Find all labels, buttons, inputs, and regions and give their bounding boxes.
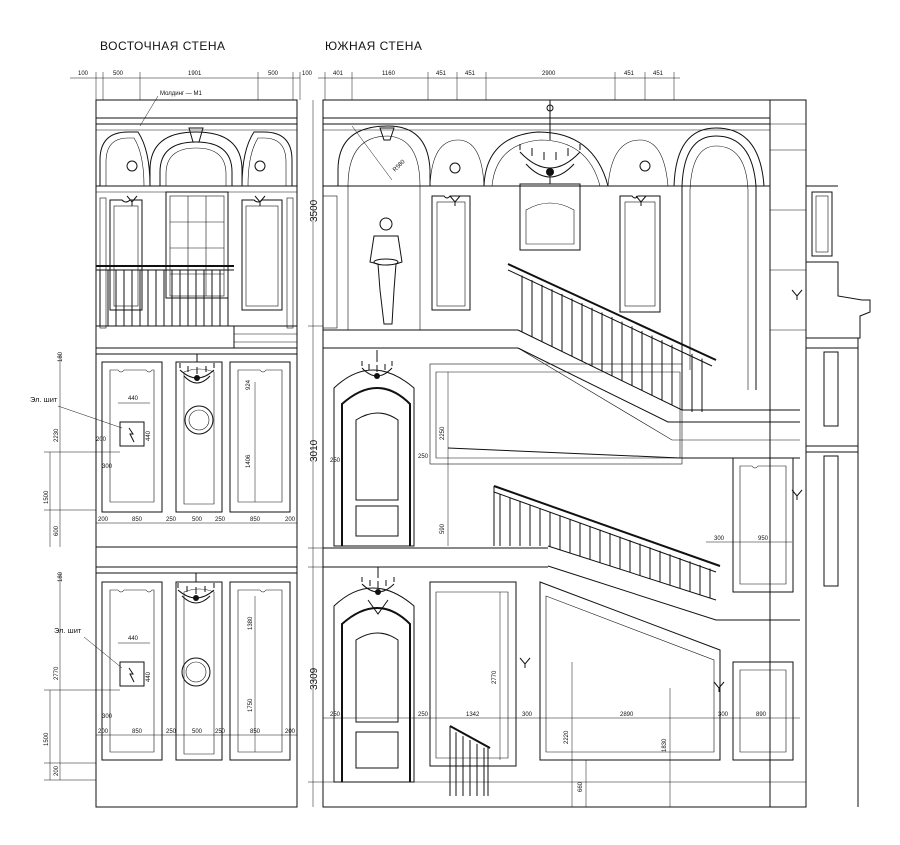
- dim-text: 300: [102, 714, 113, 720]
- dim-text: 250: [166, 729, 177, 735]
- dim-text: 250: [418, 454, 429, 460]
- dim-text: 250: [166, 517, 177, 523]
- dim-text: 200: [96, 437, 107, 443]
- dim-text: 440: [146, 430, 152, 441]
- east-wall: Молдинг — М1: [30, 91, 298, 808]
- dim-text: 200: [285, 729, 296, 735]
- dim-text: 2900: [542, 71, 556, 77]
- dim-text: 100: [302, 71, 313, 77]
- dim-text: 924: [246, 379, 252, 390]
- dim-text: 200: [98, 517, 109, 523]
- dim-text: 1342: [466, 712, 480, 718]
- top-dimension-south: 401 1160 451 451 2900 451 451: [318, 71, 680, 100]
- dim-text: 300: [522, 712, 533, 718]
- dim-text: R580: [392, 159, 407, 174]
- dim-text: 2250: [440, 426, 446, 440]
- dim-text: 250: [215, 729, 226, 735]
- dim-text: 1750: [248, 698, 254, 712]
- chandelier-icon: [179, 354, 215, 384]
- side-section: [769, 99, 871, 808]
- dim-text: 1380: [248, 616, 254, 630]
- dim-text: 850: [132, 517, 143, 523]
- title-south-wall: ЮЖНАЯ СТЕНА: [325, 39, 422, 53]
- dim-text: 451: [436, 71, 447, 77]
- dim-text: 2770: [54, 666, 60, 680]
- dim-text: 180: [58, 571, 64, 582]
- dim-text: 250: [215, 517, 226, 523]
- chandelier-icon: [361, 567, 395, 595]
- dim-text: 1830: [662, 738, 668, 752]
- east-railing-balusters: [99, 270, 229, 326]
- level-dim: 3010: [309, 439, 320, 462]
- person-figure-icon: [369, 217, 403, 325]
- dim-text: 590: [440, 523, 446, 534]
- title-east-wall: ВОСТОЧНАЯ СТЕНА: [100, 39, 226, 53]
- dim-text: 451: [465, 71, 476, 77]
- dim-text: 660: [578, 781, 584, 792]
- dim-text: 850: [132, 729, 143, 735]
- top-dimension-east: 100 500 1901 500 100: [70, 71, 313, 100]
- dim-text: 500: [113, 71, 124, 77]
- dim-text: 600: [54, 525, 60, 536]
- door-lower: [333, 587, 415, 783]
- dim-text: 850: [250, 517, 261, 523]
- dim-text: 500: [268, 71, 279, 77]
- chandelier-icon: [361, 350, 393, 379]
- dim-text: 451: [653, 71, 664, 77]
- dim-text: 100: [78, 71, 89, 77]
- dim-text: 1901: [188, 71, 202, 77]
- molding-note: Молдинг — М1: [160, 91, 202, 97]
- dim-text: 2230: [54, 428, 60, 442]
- dim-text: 2770: [492, 670, 498, 684]
- chandelier-icon: [177, 573, 215, 604]
- dim-text: 1406: [246, 454, 252, 468]
- dim-text: 1500: [44, 490, 50, 504]
- dim-text: 500: [192, 729, 203, 735]
- dim-text: 451: [624, 71, 635, 77]
- electric-panel-label: Эл. шит: [30, 395, 58, 404]
- chandelier-icon: [519, 100, 581, 184]
- dim-text: 890: [756, 712, 767, 718]
- level-dim: 3309: [309, 667, 320, 690]
- dim-text: 200: [98, 729, 109, 735]
- dim-text: 300: [714, 536, 725, 542]
- electric-panel-label: Эл. шит: [54, 626, 82, 635]
- dim-text: 2220: [564, 730, 570, 744]
- dim-text: 200: [285, 517, 296, 523]
- dim-text: 440: [146, 671, 152, 682]
- dim-text: 250: [330, 712, 341, 718]
- dim-text: 300: [718, 712, 729, 718]
- dim-text: 440: [128, 636, 139, 642]
- dim-text: 200: [54, 765, 60, 776]
- lower-stair-railing: [449, 725, 491, 796]
- dim-text: 500: [192, 517, 203, 523]
- dim-text: 950: [758, 536, 769, 542]
- dim-text: 850: [250, 729, 261, 735]
- level-dim: 3500: [309, 199, 320, 222]
- dim-text: 300: [102, 464, 113, 470]
- dim-text: 250: [330, 458, 341, 464]
- dim-text: 2890: [620, 712, 634, 718]
- dim-text: 250: [418, 712, 429, 718]
- south-wall: 3500 3010 3309 R580: [308, 99, 807, 808]
- dim-text: 440: [128, 396, 139, 402]
- dim-text: 401: [333, 71, 344, 77]
- dim-text: 1500: [44, 732, 50, 746]
- middle-stair-railing: [493, 485, 800, 621]
- door-mid: [333, 369, 415, 547]
- dim-text: 1160: [382, 71, 396, 77]
- dim-text: 180: [58, 351, 64, 362]
